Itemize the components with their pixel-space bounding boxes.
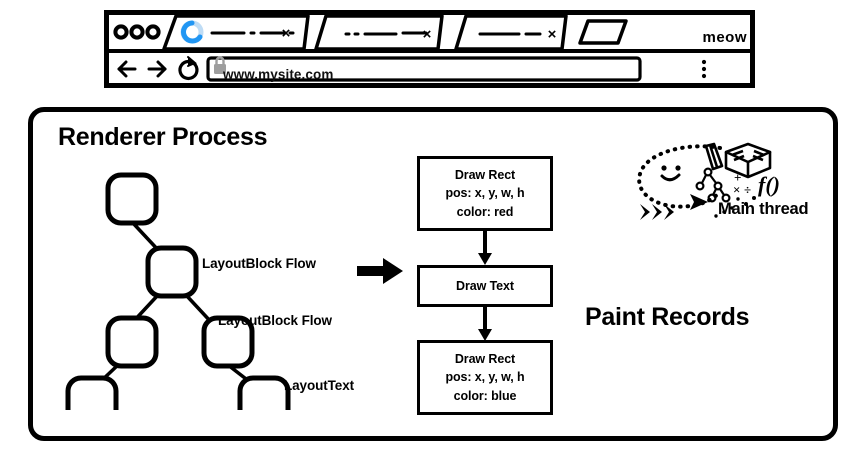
paint-record-draw-rect-red: Draw Rect pos: x, y, w, h color: red	[417, 156, 553, 231]
browser-chrome-graphic: × × ×	[104, 10, 755, 88]
layout-tree: LayoutBlock Flow LayoutBlock Flow Layout…	[60, 160, 390, 429]
tab-close-icon: ×	[282, 25, 291, 42]
math-symbols-icon: + − × ÷	[733, 168, 751, 197]
browser-brand-label: meow	[702, 29, 747, 46]
layout-node-text-1	[65, 375, 119, 429]
forward-icon	[147, 60, 167, 78]
main-thread-doodle: + − × ÷ f()	[637, 142, 780, 220]
pipeline-arrow-icon	[357, 258, 403, 284]
tree-label-layoutblock-flow-1: LayoutBlock Flow	[202, 256, 316, 271]
reload-icon	[178, 56, 199, 81]
browser-menu-icon	[701, 59, 707, 79]
tab-loading-spinner	[180, 20, 204, 44]
paint-record-draw-text: Draw Text	[417, 265, 553, 307]
paint-record-connector-arrow	[478, 231, 492, 265]
motion-chevrons-icon	[640, 204, 674, 220]
tree-label-layouttext: LayoutText	[284, 378, 355, 393]
function-icon: f()	[758, 172, 780, 197]
pencil-icon	[704, 142, 724, 171]
layout-node-root	[105, 172, 159, 226]
tree-label-layoutblock-flow-2: LayoutBlock Flow	[218, 313, 332, 328]
layout-node-block-2	[105, 315, 159, 369]
paint-record-connector-arrow	[478, 307, 492, 341]
tab-2-title-placeholder	[344, 31, 428, 36]
svg-text:−: −	[744, 168, 751, 183]
blob-tail-arrow	[690, 194, 708, 210]
back-icon	[117, 60, 137, 78]
tab-close-icon: ×	[423, 26, 432, 43]
layout-tree-graphic	[65, 172, 291, 429]
paint-record-draw-rect-blue: Draw Rect pos: x, y, w, h color: blue	[417, 340, 553, 415]
paint-record-line: Draw Text	[456, 278, 514, 293]
url-input-value[interactable]: www.mysite.com	[223, 67, 334, 82]
paint-record-line: color: red	[456, 204, 514, 219]
paint-record-line: pos: x, y, w, h	[445, 186, 525, 201]
tab-close-icon: ×	[548, 26, 557, 43]
new-tab-icon	[578, 19, 628, 45]
url-bar-outline	[206, 56, 642, 82]
paint-record-line: pos: x, y, w, h	[445, 370, 525, 385]
paint-record-line: Draw Rect	[454, 168, 516, 183]
book-icon	[724, 142, 772, 179]
lock-icon	[214, 56, 226, 74]
doodle-dots	[714, 196, 756, 218]
node-tree-icon	[695, 167, 731, 203]
svg-text:÷: ÷	[744, 182, 751, 197]
renderer-process-title: Renderer Process	[58, 123, 268, 151]
layout-node-block-1	[145, 245, 199, 299]
main-thread-label: Main thread	[718, 200, 809, 218]
svg-text:+: +	[734, 170, 741, 185]
window-control-dots	[113, 24, 161, 40]
paint-record-line: color: blue	[453, 388, 517, 403]
layout-node-block-3	[201, 315, 255, 369]
svg-text:×: ×	[733, 182, 740, 197]
paint-records-title: Paint Records	[585, 303, 750, 331]
smiley-blob-icon	[637, 144, 722, 209]
browser-window: × × ×	[104, 10, 755, 88]
svg-text:f(): f()	[758, 172, 780, 197]
paint-record-line: Draw Rect	[454, 352, 516, 367]
layout-node-text-2	[237, 375, 291, 429]
